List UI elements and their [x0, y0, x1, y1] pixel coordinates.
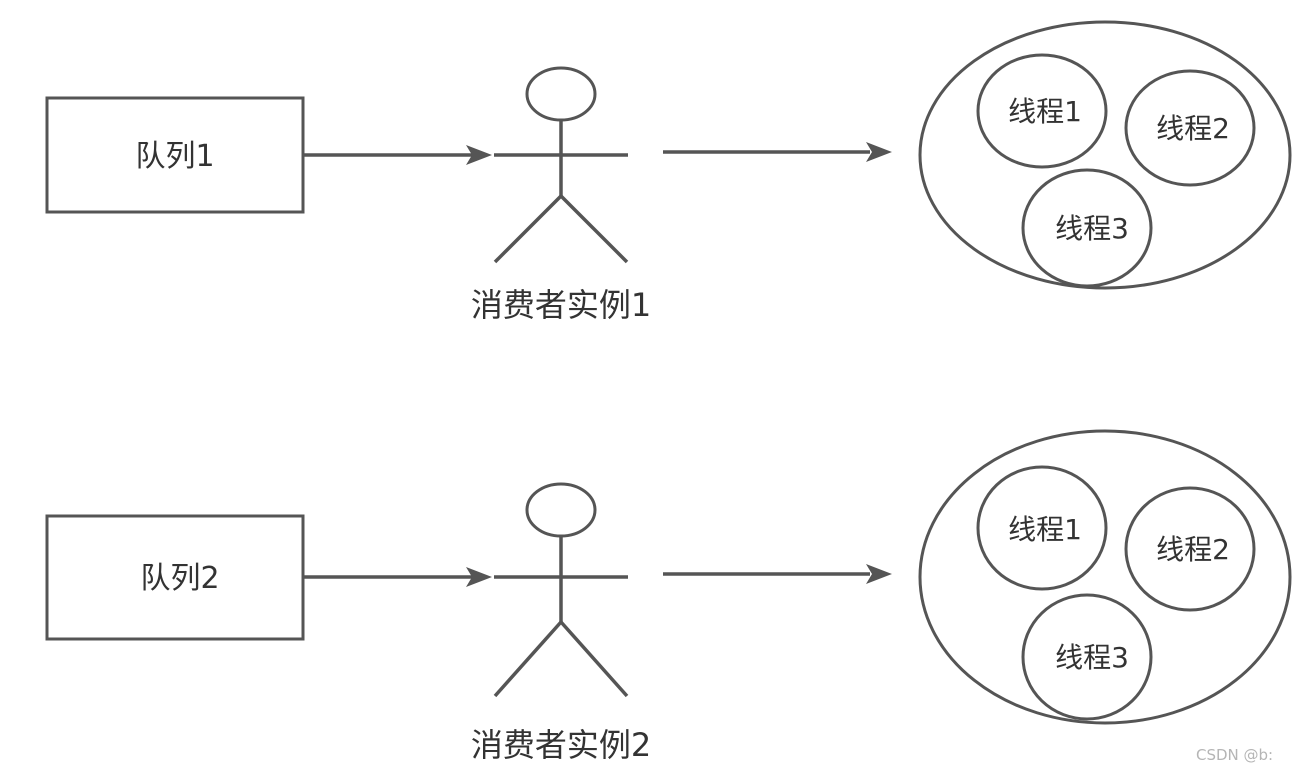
thread-circle [1124, 486, 1256, 612]
thread-label: 线程2 [1156, 533, 1230, 566]
thread-circle [1124, 69, 1256, 187]
thread-circle [1021, 168, 1153, 288]
row-2: 队列2 消费者实例2 线程1 线程2 线程3 [45, 429, 1292, 764]
watermark-text: CSDN @b: [1196, 746, 1273, 764]
thread-circle [976, 53, 1108, 169]
consumer-label: 消费者实例2 [471, 726, 651, 764]
thread-label: 线程1 [1008, 513, 1082, 546]
arrowhead-icon [466, 145, 492, 165]
thread-circle [976, 465, 1108, 591]
thread-label: 线程3 [1055, 641, 1129, 674]
queue-label: 队列2 [140, 561, 219, 596]
arrowhead-icon [866, 564, 892, 584]
queue-label: 队列1 [135, 139, 214, 174]
consumer-actor-icon [493, 482, 629, 698]
arrowhead-icon [466, 567, 492, 587]
arrowhead-icon [866, 142, 892, 162]
queue-box [45, 96, 305, 214]
row-1: 队列1 消费者实例1 线程1 线程2 线程3 [45, 20, 1292, 324]
thread-circle [1021, 593, 1153, 721]
consumer-label: 消费者实例1 [471, 286, 651, 324]
consumer-actor-icon [493, 66, 629, 264]
queue-box [45, 514, 305, 641]
thread-label: 线程2 [1156, 112, 1230, 145]
thread-label: 线程1 [1008, 95, 1082, 128]
thread-label: 线程3 [1055, 212, 1129, 245]
